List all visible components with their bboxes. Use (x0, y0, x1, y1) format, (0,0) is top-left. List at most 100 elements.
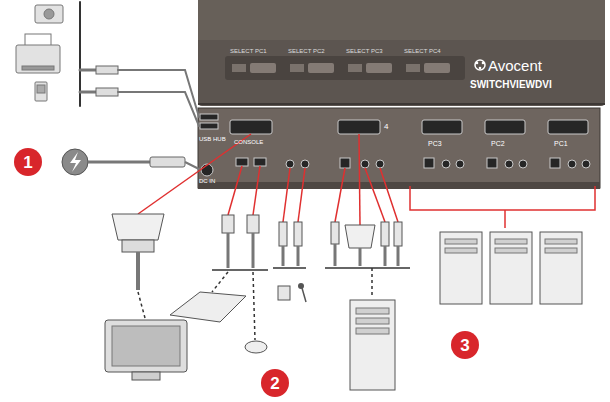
switch-body (250, 63, 276, 73)
port (361, 160, 369, 168)
usb-cable (96, 88, 118, 96)
port-label: SELECT PC4 (404, 48, 441, 54)
computer (359, 134, 360, 225)
usb-device (25, 34, 51, 46)
switch-body (424, 63, 450, 73)
computer (490, 232, 532, 304)
monitor (122, 240, 154, 252)
keyboard-mouse (227, 233, 230, 268)
power-adapter (185, 162, 201, 170)
audio-device (297, 246, 300, 266)
switch-body (479, 67, 482, 70)
switch-body (225, 56, 465, 80)
computer (445, 248, 477, 253)
port-label: SELECT PC2 (288, 48, 325, 54)
port (200, 123, 218, 129)
computer (380, 168, 398, 222)
audio-device (273, 267, 306, 269)
computer (545, 239, 577, 244)
audio-device (298, 283, 304, 289)
audio-device (283, 168, 290, 222)
port (442, 160, 450, 168)
computer (350, 300, 395, 390)
usb-device (22, 66, 54, 70)
keyboard-mouse (252, 233, 255, 268)
monitor (138, 292, 145, 318)
keyboard-mouse (170, 166, 268, 353)
keyboard-mouse (170, 292, 246, 322)
computer (495, 239, 527, 244)
computer (440, 232, 482, 304)
port (200, 114, 218, 120)
keyboard-mouse (228, 166, 242, 215)
keyboard-mouse (222, 215, 234, 233)
switch-body (198, 103, 605, 105)
computer (356, 308, 389, 314)
port (340, 158, 350, 168)
port (200, 114, 590, 176)
computer (381, 222, 389, 246)
keyboard-mouse (245, 341, 267, 353)
monitor (112, 214, 164, 240)
usb-cable (96, 66, 118, 74)
switch-body (475, 60, 485, 70)
keyboard-mouse (247, 215, 259, 233)
port (236, 158, 248, 166)
keyboard-mouse (253, 166, 260, 215)
monitor (112, 326, 180, 366)
switch-body (198, 0, 605, 40)
usb-device (37, 85, 45, 93)
power-adapter (88, 161, 150, 164)
switch-body (476, 62, 479, 65)
switch-body (232, 64, 246, 72)
audio-device (273, 168, 306, 302)
computer (545, 248, 577, 253)
port-label: PC1 (554, 140, 568, 147)
port-label: CONSOLE (234, 139, 263, 145)
port (487, 158, 497, 168)
usb-cable (79, 2, 81, 106)
audio-device (282, 246, 285, 266)
usb-cable (80, 69, 96, 72)
port (286, 160, 294, 168)
port (424, 158, 434, 168)
usb-device (35, 82, 47, 101)
switch-body (406, 64, 420, 72)
port (548, 120, 588, 134)
port-label: PC3 (428, 140, 442, 147)
callout-number: 1 (23, 154, 32, 171)
computer (325, 134, 410, 390)
computer (384, 246, 387, 266)
port (230, 120, 272, 134)
computer (504, 210, 506, 228)
switch-body (366, 63, 392, 73)
monitor (132, 372, 160, 380)
computer (397, 246, 400, 266)
power-adapter (70, 152, 81, 172)
monitor (105, 134, 251, 380)
computer (394, 222, 402, 246)
callout-circle: 2 (261, 369, 289, 397)
usb-device (44, 9, 54, 19)
monitor (138, 134, 251, 214)
audio-device (294, 222, 302, 246)
audio-device (298, 168, 305, 222)
port (422, 120, 462, 134)
usb-device (35, 5, 63, 23)
port-label: PC2 (491, 140, 505, 147)
computer (325, 267, 410, 269)
audio-device (302, 288, 306, 302)
computer (410, 186, 595, 210)
port (550, 158, 560, 168)
callout-circle: 3 (451, 331, 479, 359)
computer (359, 248, 362, 266)
usb-cable (80, 2, 199, 126)
callout-number: 2 (270, 375, 279, 392)
callout-circle: 1 (14, 148, 42, 176)
monitor (136, 252, 140, 290)
power-adapter (150, 157, 185, 167)
monitor (105, 320, 187, 372)
port-label: DC IN (199, 178, 215, 184)
switch-body (290, 64, 304, 72)
